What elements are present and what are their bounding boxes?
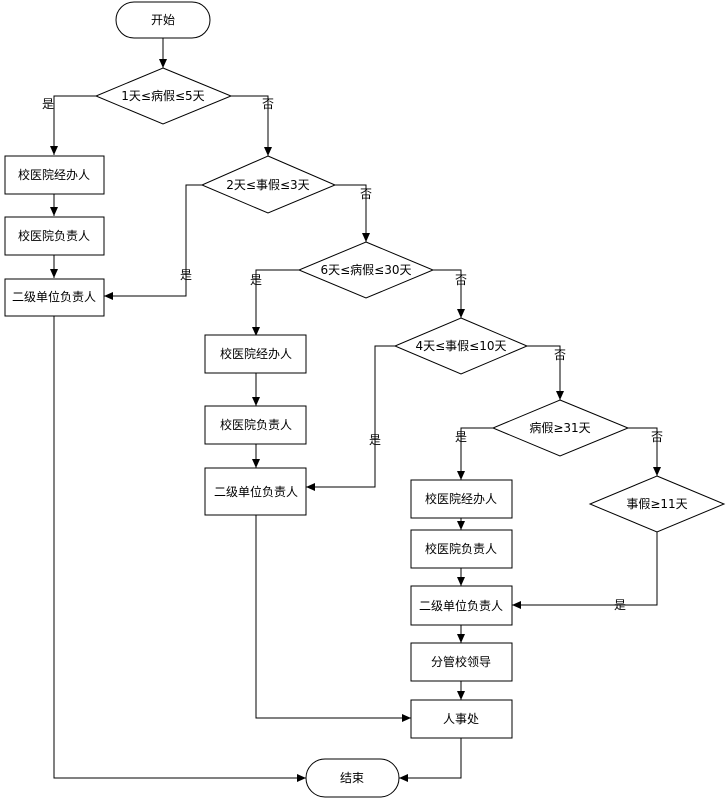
decision-d1: 1天≤病假≤5天 — [94, 67, 233, 125]
edge-d6-yes — [512, 532, 658, 609]
process-p6: 二级单位负责人 — [204, 467, 307, 516]
edge-label-d4-no: 否 — [554, 348, 566, 362]
process-p9: 二级单位负责人 — [410, 585, 513, 626]
edge-d2-yes — [104, 184, 202, 300]
decision-d3-label: 6天≤病假≤30天 — [320, 262, 411, 277]
edge-p11-end — [399, 738, 462, 782]
edge-label-d4-yes: 是 — [369, 433, 381, 447]
edge-label-d3-yes: 是 — [250, 273, 262, 287]
edges — [50, 38, 661, 782]
edge-label-d2-yes: 是 — [180, 268, 192, 282]
decision-d4: 4天≤事假≤10天 — [393, 317, 529, 375]
process-p2-label: 校医院负责人 — [18, 228, 90, 243]
decision-d1-label: 1天≤病假≤5天 — [121, 88, 204, 103]
process-p11: 人事处 — [410, 699, 513, 739]
process-p4-label: 校医院经办人 — [220, 346, 292, 361]
edge-label-d5-yes: 是 — [455, 430, 467, 444]
process-p5: 校医院负责人 — [204, 405, 307, 445]
end-node: 结束 — [305, 758, 400, 798]
process-p8: 校医院负责人 — [410, 529, 513, 569]
process-p10: 分管校领导 — [410, 642, 513, 682]
process-p6-label: 二级单位负责人 — [214, 484, 298, 499]
edge-d5-yes — [457, 427, 493, 480]
process-p7: 校医院经办人 — [410, 479, 513, 519]
edge-label-d1-yes: 是 — [42, 97, 54, 111]
edge-d3-no — [433, 269, 465, 318]
start-label: 开始 — [151, 13, 175, 27]
edge-label-d3-no: 否 — [455, 273, 467, 287]
process-p3: 二级单位负责人 — [4, 278, 105, 317]
edge-d4-yes — [306, 345, 395, 491]
process-p3-label: 二级单位负责人 — [12, 289, 96, 304]
end-label: 结束 — [340, 771, 364, 785]
process-p7-label: 校医院经办人 — [425, 491, 497, 506]
edge-d4-no — [527, 345, 564, 400]
edge-label-d6-yes: 是 — [614, 598, 626, 612]
edge-label-d2-no: 否 — [360, 187, 372, 201]
decision-d6-label: 事假≥11天 — [626, 497, 687, 511]
edge-d2-no — [335, 184, 370, 242]
edge-label-d1-no: 否 — [262, 97, 274, 111]
process-p11-label: 人事处 — [443, 712, 479, 726]
edge-labels: 是 否 是 否 是 否 是 否 是 否 是 — [42, 97, 663, 612]
process-p10-label: 分管校领导 — [431, 654, 491, 669]
decision-d2-label: 2天≤事假≤3天 — [226, 178, 309, 192]
edge-d3-yes — [252, 269, 299, 336]
edge-d5-no — [628, 427, 661, 476]
edge-p3-end — [53, 316, 306, 782]
edge-p6-p11 — [255, 515, 411, 722]
edge-d1-yes — [50, 95, 96, 155]
edge-d1-no — [231, 95, 272, 156]
process-p2: 校医院负责人 — [4, 216, 105, 256]
decision-d2: 2天≤事假≤3天 — [200, 155, 337, 214]
decision-d4-label: 4天≤事假≤10天 — [415, 339, 506, 353]
process-p9-label: 二级单位负责人 — [419, 598, 503, 613]
start-node: 开始 — [115, 1, 211, 39]
decision-d5: 病假≥31天 — [491, 399, 630, 457]
process-p1-label: 校医院经办人 — [18, 167, 90, 182]
decision-d6: 事假≥11天 — [588, 475, 726, 533]
process-p4: 校医院经办人 — [204, 334, 307, 374]
process-p8-label: 校医院负责人 — [425, 541, 497, 556]
process-p1: 校医院经办人 — [4, 155, 105, 195]
edge-label-d5-no: 否 — [651, 430, 663, 444]
decision-d3: 6天≤病假≤30天 — [297, 241, 435, 299]
process-p5-label: 校医院负责人 — [220, 417, 292, 432]
decision-d5-label: 病假≥31天 — [529, 420, 590, 435]
